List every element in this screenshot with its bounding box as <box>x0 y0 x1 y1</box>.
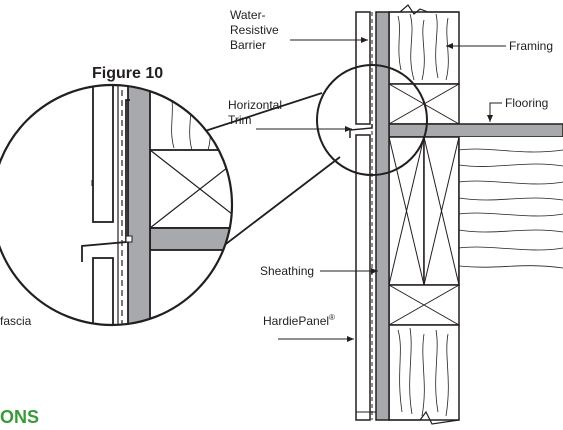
figure-title: Figure 10 <box>92 65 163 82</box>
label-flooring-text: Flooring <box>505 96 548 110</box>
label-wrb-line2: Resistive <box>230 23 279 37</box>
lower-framing <box>388 324 460 425</box>
label-fascia: fascia <box>0 314 32 328</box>
label-sheathing: Sheathing <box>260 264 378 278</box>
callout-line-top <box>204 92 323 132</box>
wall-section <box>349 4 563 425</box>
upper-panel <box>355 11 371 125</box>
label-flooring: Flooring <box>487 96 548 122</box>
lower-panel <box>355 134 371 421</box>
label-wrb-line3: Barrier <box>230 38 266 52</box>
section-heading-fragment: ONS <box>0 407 39 425</box>
rim-joist <box>388 136 425 286</box>
label-sheathing-text: Sheathing <box>260 264 314 278</box>
detail-circle-large <box>0 83 234 327</box>
floor-joist <box>423 136 460 286</box>
label-wrb-line1: Water- <box>230 8 266 22</box>
rim-block-lower <box>388 284 460 326</box>
label-hardiepanel-name: HardiePanel <box>263 314 329 328</box>
detail-circle-small <box>316 64 428 176</box>
sheathing-layer <box>375 11 390 421</box>
label-wrb: Water- Resistive Barrier <box>230 8 368 52</box>
magnified-detail <box>0 83 234 327</box>
subfloor-band <box>388 123 563 138</box>
label-horizontal-trim: Horizontal Trim <box>228 98 352 132</box>
label-hardiepanel: HardiePanel® <box>263 313 354 342</box>
joist-grain <box>458 137 563 285</box>
label-hardiepanel-mark: ® <box>329 313 335 322</box>
label-framing-text: Framing <box>509 39 553 53</box>
callout-line-bottom <box>217 156 341 251</box>
label-framing: Framing <box>446 39 553 53</box>
label-hardiepanel-text: HardiePanel® <box>263 313 335 328</box>
z-flashing <box>349 124 373 138</box>
label-trim-line1: Horizontal <box>228 98 282 112</box>
label-trim-line2: Trim <box>228 113 252 127</box>
